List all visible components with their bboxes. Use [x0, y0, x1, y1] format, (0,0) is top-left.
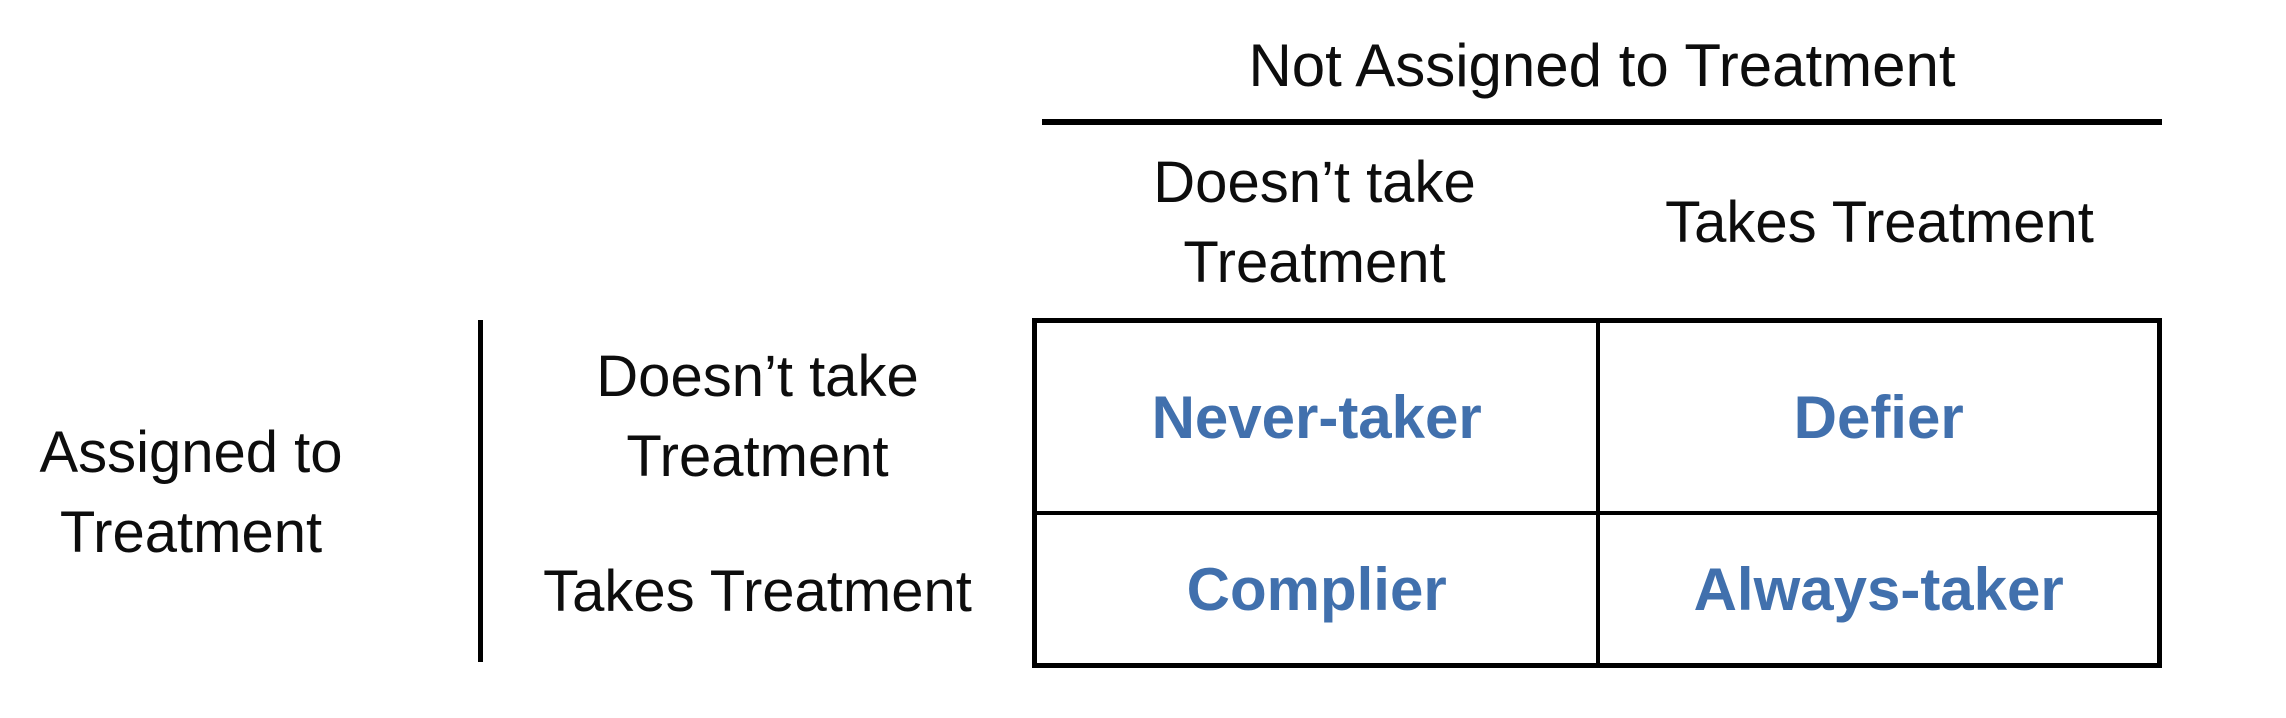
row-header-takes-treatment: Takes Treatment — [543, 558, 972, 624]
top-group-underline — [1042, 119, 2162, 125]
top-group-label: Not Assigned to Treatment — [1248, 32, 1956, 99]
cell-always-taker: Always-taker — [1693, 555, 2064, 623]
cell-never-taker: Never-taker — [1037, 323, 1601, 516]
left-group-divider-line — [478, 320, 483, 662]
col-header-takes-treatment: Takes Treatment — [1665, 189, 2094, 255]
row-header-doesnt-take-treatment: Doesn’t take Treatment — [596, 343, 919, 489]
column-headers: Doesn’t take Treatment Takes Treatment — [1032, 140, 2162, 305]
left-group-label: Assigned to Treatment — [39, 420, 343, 565]
cell-defier: Defier — [1600, 323, 2157, 516]
cell-complier: Complier — [1037, 515, 1601, 663]
col-header-doesnt-take-treatment: Doesn’t take Treatment — [1153, 149, 1476, 295]
compliance-grid: Never-taker Defier Complier Always-taker — [1032, 318, 2162, 668]
